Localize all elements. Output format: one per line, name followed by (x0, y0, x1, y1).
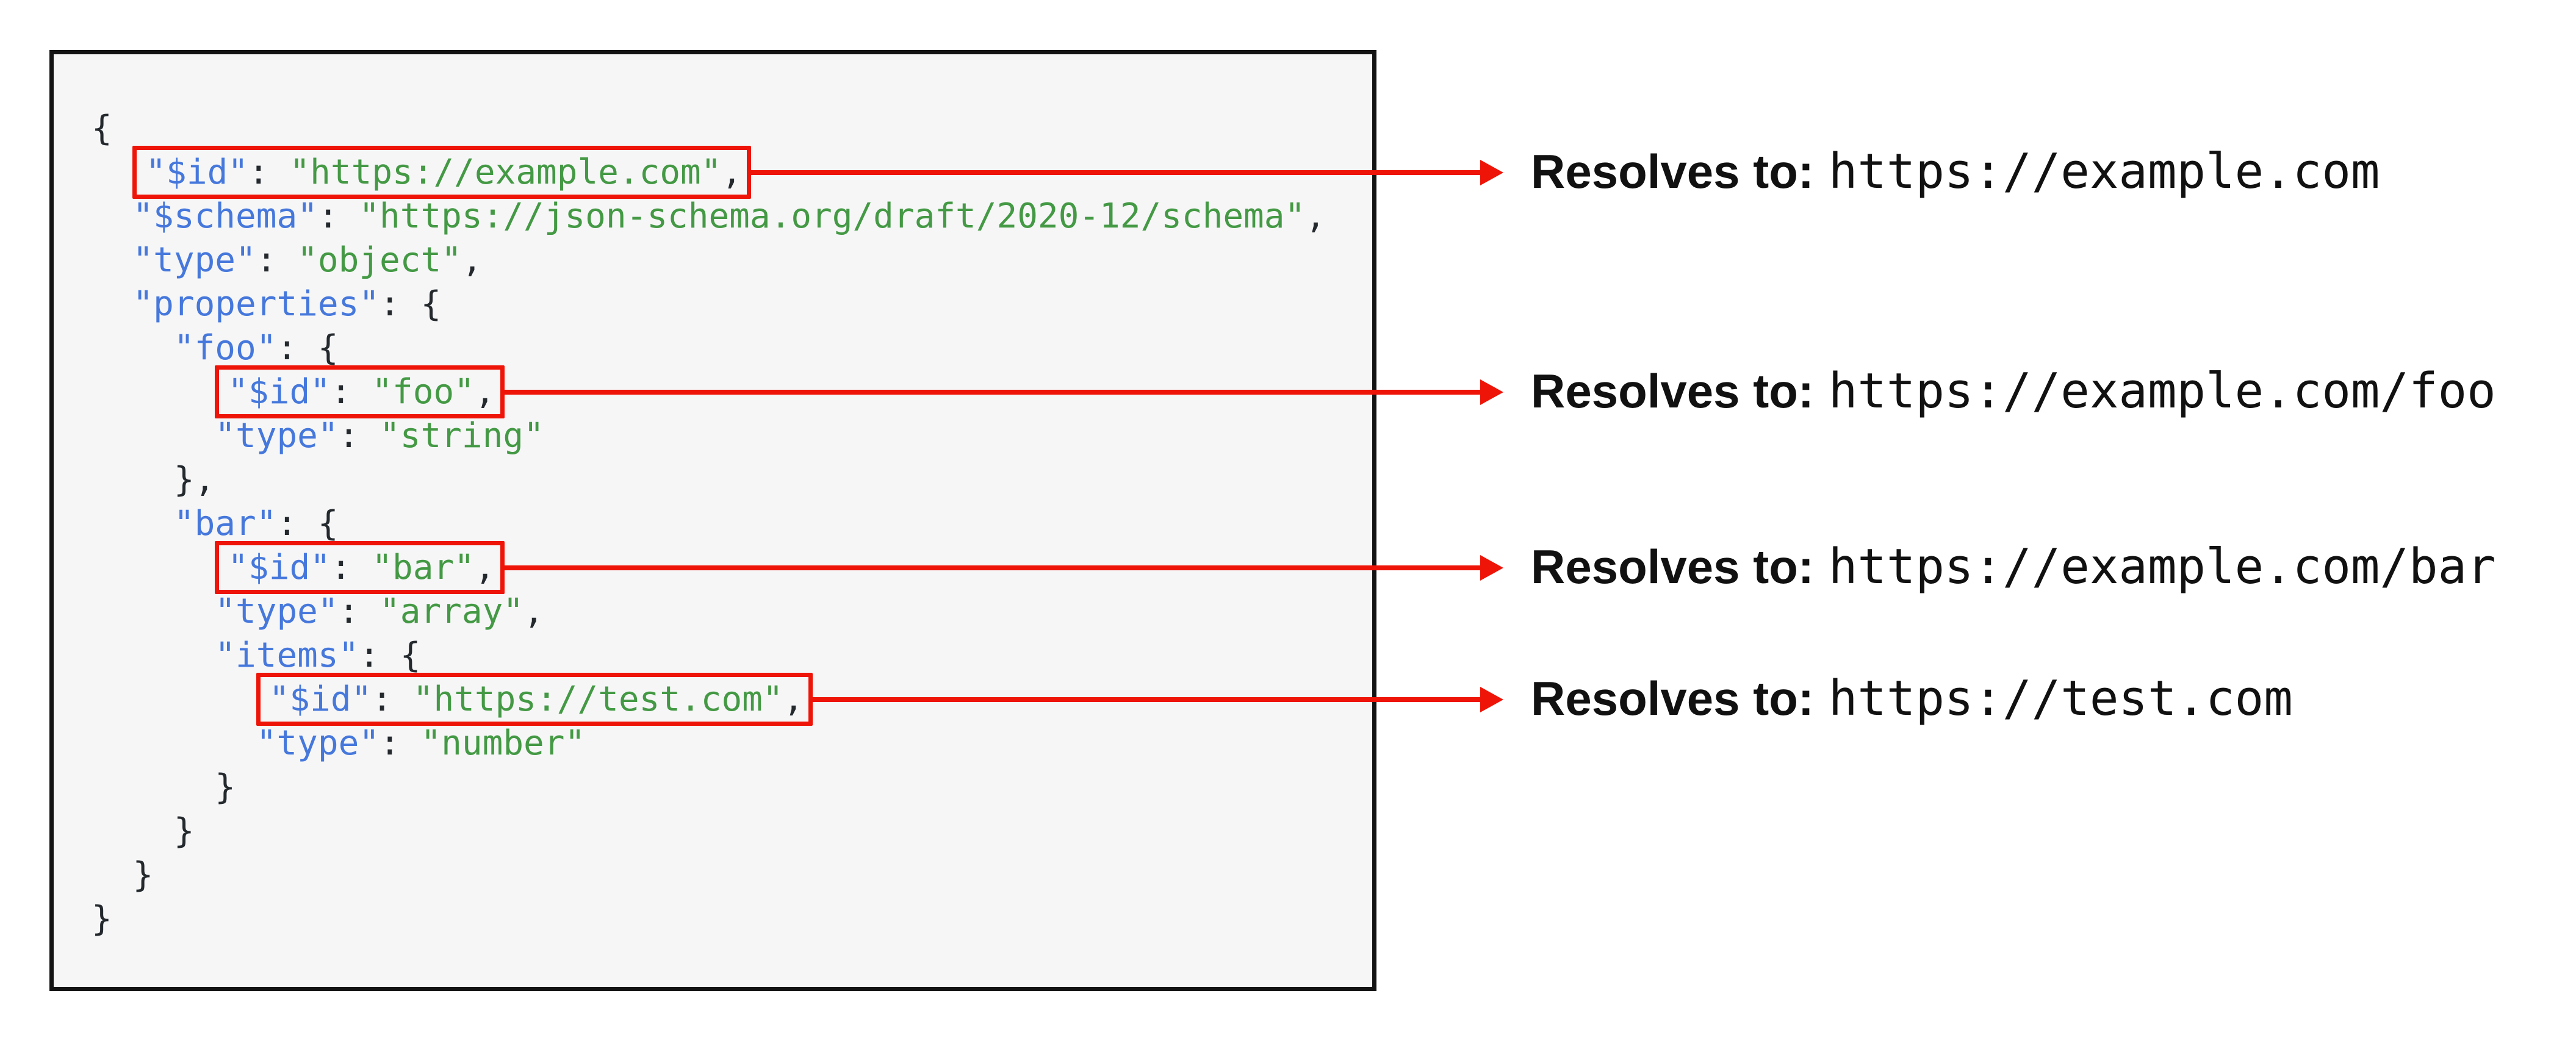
code-token-key: "properties" (132, 284, 380, 324)
code-token-punct: : { (276, 328, 339, 368)
code-token-punct: , (721, 152, 743, 192)
code-token-punct: , (474, 372, 495, 412)
code-token-key: "$id" (268, 679, 372, 719)
json-schema-code-panel: { "$id": "https://example.com", "$schema… (49, 50, 1376, 991)
id-highlight-box: "$id": "foo", (215, 365, 505, 418)
resolved-url: https://example.com/bar (1828, 538, 2496, 595)
resolved-url: https://example.com (1828, 143, 2380, 199)
code-block: { "$id": "https://example.com", "$schema… (54, 54, 1372, 941)
id-highlight-box: "$id": "https://test.com", (256, 673, 813, 726)
id-highlight-box: "$id": "https://example.com", (132, 146, 752, 199)
code-line: "type": "object", (92, 238, 1360, 282)
code-token-key: "$id" (145, 152, 249, 192)
code-token-key: "$schema" (132, 196, 318, 236)
resolves-annotation: Resolves to: https://example.com/bar (1531, 539, 2496, 595)
code-token-string: "bar" (372, 548, 475, 587)
code-line: } (92, 897, 1360, 941)
code-token-punct: , (783, 679, 804, 719)
code-token-punct: , (461, 240, 483, 280)
arrow-line (750, 170, 1484, 175)
resolves-annotation: Resolves to: https://test.com (1531, 670, 2293, 726)
code-token-punct: : { (380, 284, 442, 324)
code-token-punct: , (1305, 196, 1326, 236)
code-line: } (92, 765, 1360, 809)
code-token-string: "array" (380, 592, 524, 631)
code-token-string: "https://test.com" (412, 679, 783, 719)
arrow-head-icon (1480, 379, 1503, 405)
code-token-key: "$id" (228, 548, 331, 587)
code-line: { (92, 107, 1360, 151)
code-token-key: "$id" (228, 372, 331, 412)
code-line: "bar": { (92, 502, 1360, 546)
arrow-line (503, 389, 1484, 395)
code-line: "properties": { (92, 282, 1360, 326)
code-token-string: "number" (420, 723, 586, 763)
code-token-punct: } (215, 767, 236, 807)
arrow-head-icon (1480, 554, 1503, 581)
resolves-label: Resolves to: (1531, 671, 1814, 725)
code-token-string: "https://example.com" (289, 152, 722, 192)
code-token-key: "foo" (173, 328, 277, 368)
code-token-key: "type" (215, 592, 339, 631)
code-token-punct: : { (359, 636, 421, 675)
code-token-key: "bar" (173, 504, 277, 543)
code-token-punct: } (132, 855, 154, 895)
code-line: "items": { (92, 634, 1360, 678)
code-token-string: "foo" (372, 372, 475, 412)
code-line: "$id": "bar", (92, 541, 1360, 594)
code-token-punct: : (317, 196, 359, 236)
code-token-punct: : (338, 592, 380, 631)
resolves-label: Resolves to: (1531, 539, 1814, 593)
arrow-line (811, 697, 1484, 702)
code-line: "$schema": "https://json-schema.org/draf… (92, 195, 1360, 238)
id-highlight-box: "$id": "bar", (215, 541, 505, 594)
code-line: } (92, 809, 1360, 853)
code-token-punct: : (248, 152, 290, 192)
code-token-key: "type" (215, 416, 339, 456)
code-token-key: "type" (132, 240, 256, 280)
code-token-punct: } (92, 899, 112, 939)
code-token-string: "string" (380, 416, 544, 456)
code-token-punct: : (372, 679, 413, 719)
resolved-url: https://example.com/foo (1828, 362, 2496, 419)
arrow-head-icon (1480, 159, 1503, 185)
code-token-punct: : { (276, 504, 339, 543)
code-token-punct: : (256, 240, 298, 280)
code-token-punct: : (380, 723, 421, 763)
code-token-string: "https://json-schema.org/draft/2020-12/s… (359, 196, 1306, 236)
code-token-punct: } (173, 811, 195, 851)
code-line: } (92, 853, 1360, 897)
code-token-punct: : (330, 548, 372, 587)
code-line: "type": "number" (92, 722, 1360, 765)
code-line: "$id": "https://test.com", (92, 673, 1360, 726)
resolves-annotation: Resolves to: https://example.com/foo (1531, 363, 2496, 419)
code-line: "$id": "foo", (92, 365, 1360, 418)
resolved-url: https://test.com (1828, 670, 2293, 726)
arrow-head-icon (1480, 686, 1503, 712)
resolves-label: Resolves to: (1531, 364, 1814, 418)
code-line: "type": "string" (92, 414, 1360, 458)
code-line: }, (92, 458, 1360, 502)
code-token-punct: : (330, 372, 372, 412)
resolves-annotation: Resolves to: https://example.com (1531, 143, 2380, 199)
code-token-punct: { (92, 109, 112, 148)
code-line: "type": "array", (92, 590, 1360, 634)
code-token-punct: : (338, 416, 380, 456)
code-token-key: "type" (256, 723, 380, 763)
resolves-label: Resolves to: (1531, 144, 1814, 198)
code-token-punct: , (523, 592, 544, 631)
code-line: "foo": { (92, 326, 1360, 370)
code-line: "$id": "https://example.com", (92, 146, 1360, 199)
code-token-key: "items" (215, 636, 359, 675)
code-token-punct: , (474, 548, 495, 587)
code-token-string: "object" (297, 240, 462, 280)
code-token-punct: }, (173, 460, 215, 500)
arrow-line (503, 565, 1484, 570)
